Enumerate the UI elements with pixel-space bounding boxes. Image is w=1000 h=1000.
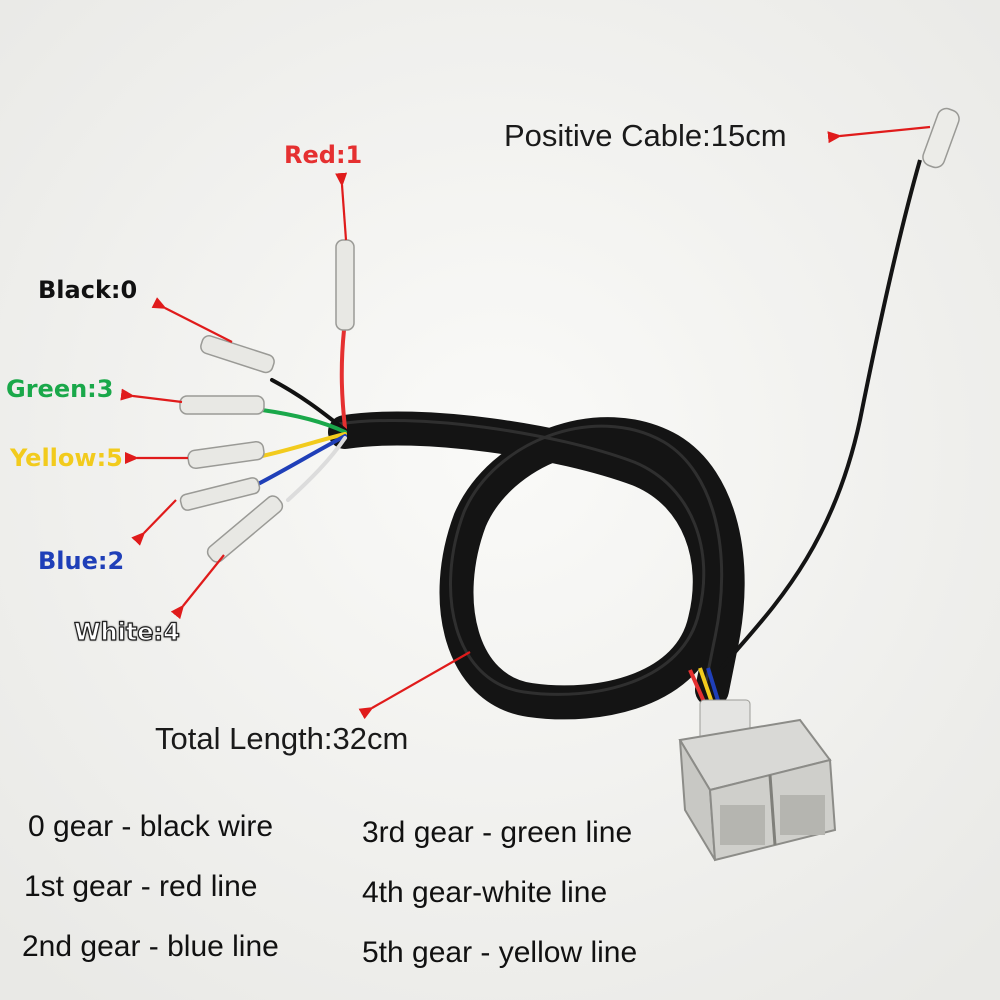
positive-terminal [922,107,960,169]
wire-terminals [179,239,355,563]
annotation-arrows [120,125,931,720]
blue-wire-label: Blue:2 [38,547,125,575]
gear-legend-item: 1st gear - red line [24,870,258,903]
connector-block [678,667,837,862]
green-terminal [179,395,265,415]
white-arrow [170,554,225,620]
red-wire [339,328,347,430]
gear-legend-item: 2nd gear - blue line [22,930,279,963]
white-terminal [206,495,284,563]
black-wire-label: Black:0 [38,276,138,304]
green-arrow [120,388,183,404]
total-length-label: Total Length:32cm [155,721,409,756]
blue-wire [256,434,347,486]
white-wire [286,436,347,502]
total-length-arrow [358,651,471,720]
blue-terminal [179,477,261,511]
gear-legend-item: 3rd gear - green line [362,816,633,849]
gear-legend-item: 0 gear - black wire [28,810,274,843]
yellow-wire-label: Yellow:5 [10,444,123,472]
positive-cable-label: Positive Cable:15cm [504,118,787,153]
black-arrow [151,297,233,343]
blue-arrow [131,499,177,546]
main-cable [328,411,745,720]
positive-cable-arrow [827,125,931,144]
red-wire-label: Red:1 [284,141,363,169]
yellow-wire [260,432,347,458]
colored-wires [256,328,347,502]
black-wire [270,378,347,432]
yellow-terminal [187,440,265,470]
red-arrow [335,172,348,241]
gear-legend-item: 4th gear-white line [362,876,608,909]
red-terminal [335,239,355,331]
white-wire-label: White:4 [73,618,180,646]
positive-cable [718,107,960,672]
green-wire [260,408,347,434]
gear-legend-item: 5th gear - yellow line [362,936,638,969]
black-terminal [200,335,275,374]
green-wire-label: Green:3 [6,375,114,403]
